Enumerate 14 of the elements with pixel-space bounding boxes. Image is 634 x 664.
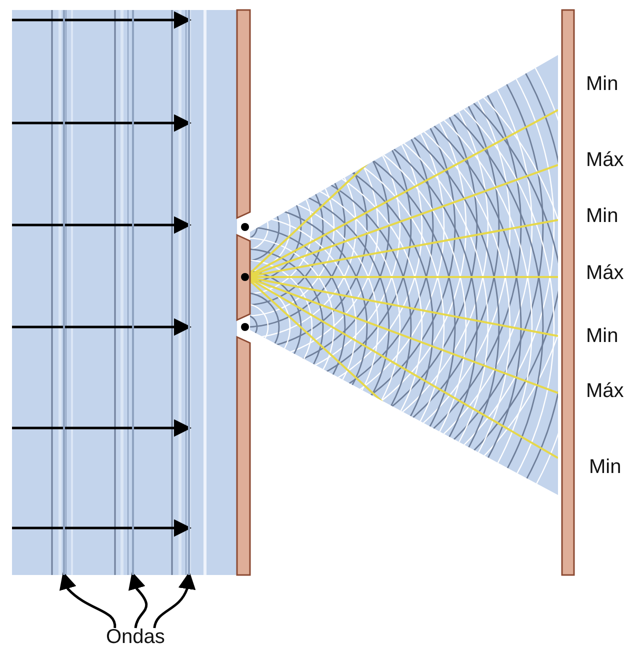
leader-arrow [153,572,196,628]
intensity-label: Min [586,325,618,348]
intensity-label: Min [586,205,618,228]
wavefront-line [132,10,134,575]
leader-arrow [59,572,116,628]
intensity-label: Máx [586,149,624,172]
wave-caption: Ondas [106,626,165,649]
wavefront-line [63,10,65,575]
intensity-label: Min [589,456,622,479]
intensity-label: Min [586,73,618,96]
intensity-label: Máx [586,262,624,285]
intensity-label: Máx [586,380,624,403]
wavefront-line [188,10,190,575]
leader-arrow [128,572,148,628]
